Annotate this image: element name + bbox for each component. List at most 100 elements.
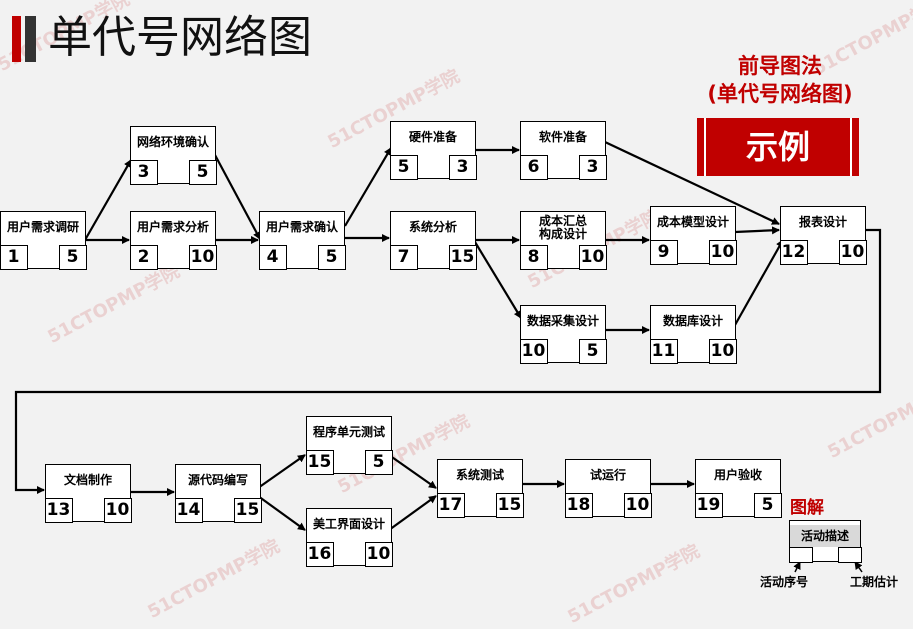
activity-node-9: 成本模型设计 9 10 [649,206,737,265]
activity-node-3: 网络环境确认 3 5 [129,126,217,185]
legend-arrow-dur [854,561,863,573]
activity-duration: 5 [578,338,607,364]
method-title: 前导图法 (单代号网络图) [680,52,880,108]
arrow-11-12 [734,239,784,326]
activity-seq: 10 [519,338,548,364]
title-accent-bar [25,16,36,62]
arrow-15-17 [388,454,437,489]
activity-node-5: 硬件准备 5 3 [389,121,477,180]
method-title-line2: (单代号网络图) [707,82,853,106]
activity-seq: 18 [564,492,593,518]
activity-description: 数据采集设计 [526,314,599,328]
activity-duration: 10 [364,541,393,567]
activity-node-2: 用户需求分析 2 10 [129,211,217,270]
activity-description: 试运行 [589,468,626,482]
legend-node: 活动描述 [788,520,862,563]
arrow-1-3 [84,159,132,241]
activity-duration: 5 [58,244,87,270]
activity-description: 文档制作 [63,473,112,487]
activity-duration: 10 [838,239,867,265]
activity-node-6: 软件准备 6 3 [519,121,607,180]
activity-seq: 1 [0,244,28,270]
activity-duration: 10 [623,492,652,518]
activity-duration: 5 [317,244,346,270]
activity-duration: 10 [188,244,217,270]
activity-duration: 5 [753,492,782,518]
activity-seq: 14 [174,497,203,523]
activity-duration: 5 [364,449,393,475]
activity-node-17: 系统测试 17 15 [436,459,524,518]
activity-seq: 6 [519,154,548,180]
activity-seq: 17 [436,492,465,518]
arrow-4-5 [344,147,392,227]
activity-description: 用户需求分析 [136,220,209,234]
activity-duration: 15 [448,244,477,270]
activity-seq: 16 [305,541,334,567]
legend-seq-label: 活动序号 [760,575,809,589]
arrow-14-16 [257,495,306,531]
activity-description: 成本汇总 构成设计 [538,213,587,241]
activity-description: 报表设计 [798,215,847,229]
activity-duration: 3 [448,154,477,180]
activity-description: 源代码编写 [187,473,248,487]
legend-duration-label: 工期估计 [850,575,899,589]
method-title-line1: 前导图法 [738,54,822,78]
activity-description: 系统分析 [408,220,457,234]
activity-description: 成本模型设计 [656,215,729,229]
legend-caption: 图解 [790,498,824,518]
activity-description: 美工界面设计 [312,517,385,531]
example-label: 示例 [704,118,852,176]
activity-seq: 2 [129,244,158,270]
activity-description: 程序单元测试 [312,425,385,439]
activity-seq: 4 [258,244,287,270]
activity-description: 软件准备 [538,130,587,144]
activity-description: 用户验收 [713,468,762,482]
activity-seq: 5 [389,154,418,180]
activity-duration: 5 [188,159,217,185]
activity-node-18: 试运行 18 10 [564,459,652,518]
legend-description: 活动描述 [790,525,860,547]
arrow-7-10 [474,241,522,319]
activity-description: 数据库设计 [662,314,723,328]
activity-duration: 15 [495,492,524,518]
activity-node-10: 数据采集设计 10 5 [519,305,607,364]
activity-seq: 19 [694,492,723,518]
activity-node-19: 用户验收 19 5 [694,459,782,518]
activity-seq: 9 [649,239,678,265]
arrow-6-12 [604,141,780,225]
activity-node-16: 美工界面设计 16 10 [305,508,393,567]
activity-description: 网络环境确认 [136,135,209,149]
activity-node-14: 源代码编写 14 15 [174,464,262,523]
activity-seq: 15 [305,449,334,475]
activity-seq: 3 [129,159,158,185]
activity-seq: 13 [44,497,73,523]
activity-description: 系统测试 [455,468,504,482]
activity-node-15: 程序单元测试 15 5 [305,416,393,475]
example-badge: 示例 [697,118,859,176]
legend-arrow-seq [793,561,801,573]
activity-description: 硬件准备 [408,130,457,144]
arrow-9-12 [734,226,780,235]
arrow-16-17 [388,495,437,531]
arrow-3-4 [214,154,261,240]
title-accent-bar [12,16,21,62]
activity-duration: 10 [708,338,737,364]
legend-duration-cell [837,546,862,563]
activity-duration: 3 [578,154,607,180]
activity-duration: 10 [578,244,607,270]
arrow-12-13 [14,228,882,494]
activity-duration: 15 [233,497,262,523]
activity-duration: 10 [708,239,737,265]
activity-seq: 7 [389,244,418,270]
activity-node-13: 文档制作 13 10 [44,464,132,523]
legend-seq-cell [788,546,813,563]
page-title: 单代号网络图 [48,12,312,63]
activity-node-7: 系统分析 7 15 [389,211,477,270]
arrow-14-15 [257,454,306,489]
activity-duration: 10 [103,497,132,523]
